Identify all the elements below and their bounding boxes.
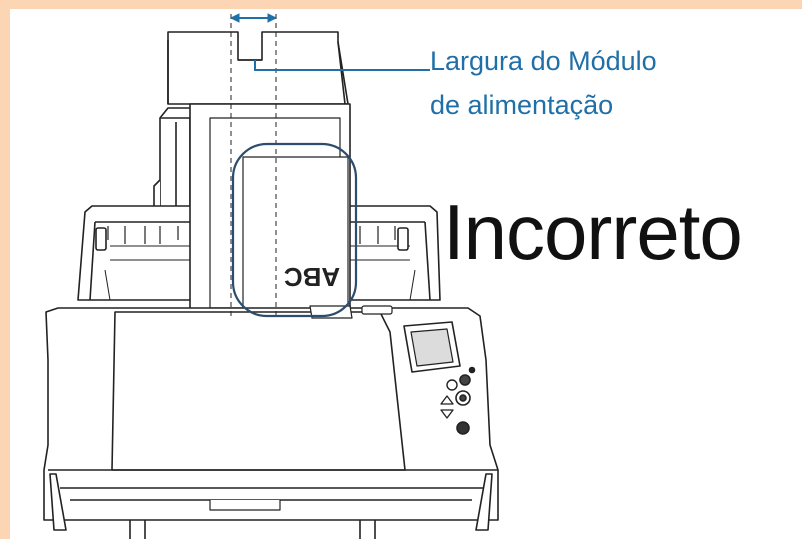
chute-extension [167,31,349,105]
document-text: ABC [284,262,341,292]
document-highlight-outline [231,142,358,318]
touch-panel [403,321,461,373]
status-label: Incorreto [443,188,743,276]
scanner-body [43,305,499,539]
chute-side-guide [153,107,191,211]
callout-leader-line [254,60,430,71]
callout-label-line2: de alimentação [430,90,614,120]
width-arrow [229,13,278,23]
module-width-guides [230,14,277,320]
callout-label-line1: Largura do Módulo [430,46,657,76]
paper-sheet [189,103,351,313]
operator-buttons [440,366,476,435]
